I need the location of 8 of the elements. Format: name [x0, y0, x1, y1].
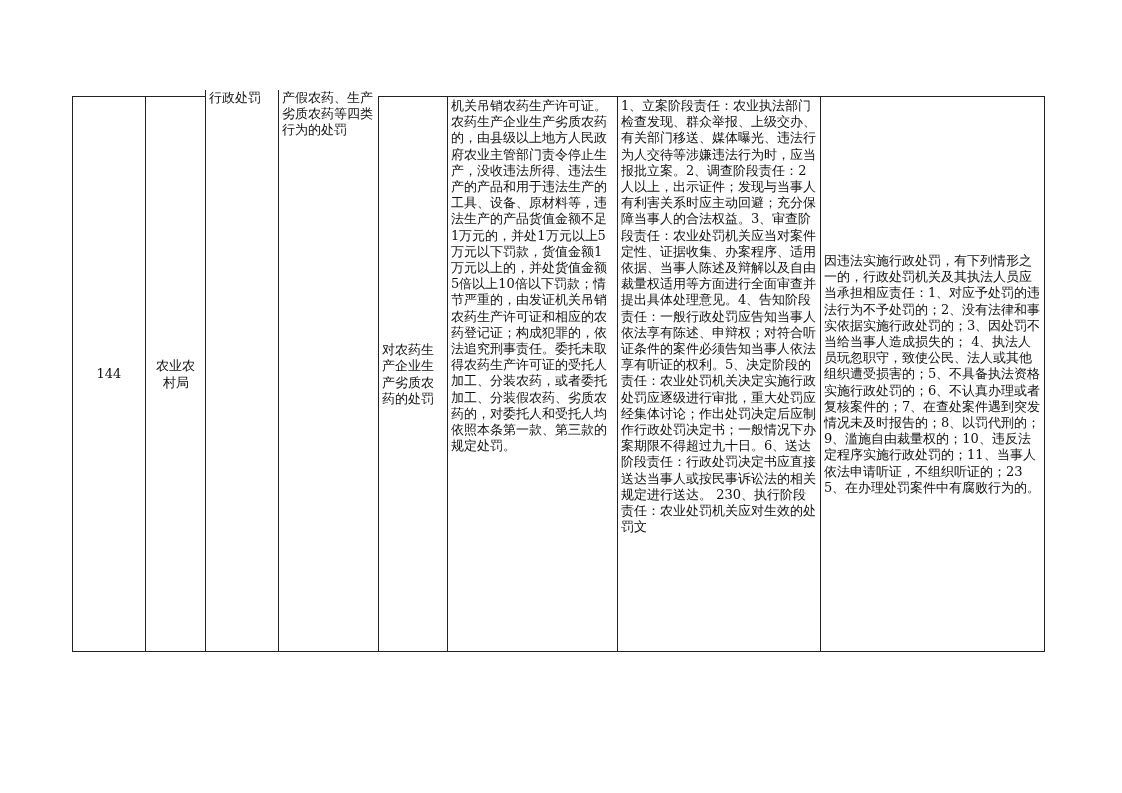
table-cell: 机关吊销农药生产许可证。农药生产企业生产劣质农药的，由县级以上地方人民政府农业主管部门责令停止生产，没收违法所得、违法生产的产品和用于违法生产的工具、设备、原材料等，违法生产的产品货值金额不足1万元的，并处1万元以上5万元以下罚款，货值金额1万元以上的，并处货值金额5倍以上10倍以下罚款；情节严重的，由发证机关吊销农药生产许可证和相应的农药登记证；构成犯罪的，依法追究刑事责任。委托未取得农药生产许可证的受托人加工、分装农药，或者委托加工、分装假农药、劣质农药的，对委托人和受托人均依照本条第一款、第三款的规定处罚。	[447, 96, 617, 652]
table-cell: 农业农村局	[145, 96, 205, 652]
table-cell: 144	[72, 96, 145, 652]
table-cell: 行政处罚	[205, 90, 278, 652]
table-cell: 1、立案阶段责任：农业执法部门检查发现、群众举报、上级交办、有关部门移送、媒体曝光、违法行为人交待等涉嫌违法行为时，应当报批立案。2、调查阶段责任：2人以上，出示证件；发现与当事人有利害关系时应主动回避；充分保障当事人的合法权益。3、审查阶段责任：农业处罚机关应当对案件定性、证据收集、办案程序、适用依据、当事人陈述及辩解以及自由裁量权适用等方面进行全面审查并提出具体处理意见。4、告知阶段责任：一般行政处罚应告知当事人依法享有陈述、申辩权；对符合听证条件的案件必须告知当事人依法享有听证的权利。5、决定阶段的责任：农业处罚机关决定实施行政处罚应逐级进行审批，重大处罚应经集体讨论；作出处罚决定后应制作行政处罚决定书；一般情况下办案期限不得超过九十日。6、送达阶段责任：行政处罚决定书应直接送达当事人或按民事诉讼法的相关规定进行送达。 230、执行阶段责任：农业处罚机关应对生效的处罚文	[617, 96, 820, 652]
table-cell: 产假农药、生产劣质农药等四类行为的处罚	[278, 90, 378, 652]
table-cell: 因违法实施行政处罚，有下列情形之一的，行政处罚机关及其执法人员应当承担相应责任：1、对应予处罚的违法行为不予处罚的；2、没有法律和事实依据实施行政处罚的；3、因处罚不当给当事人造成损失的； 4、执法人员玩忽职守，致使公民、法人或其他组织遭受损害的；5、不具备执法资格实施行政处罚的；6、不认真办理或者复核案件的；7、在查处案件遇到突发情况未及时报告的；8、以罚代刑的；9、滥施自由裁量权的；10、违反法定程序实施行政处罚的；11、当事人依法申请听证，不组织听证的；235、在办理处罚案件中有腐败行为的。	[820, 96, 1045, 652]
table-cell: 对农药生产企业生产劣质农药的处罚	[378, 96, 447, 652]
